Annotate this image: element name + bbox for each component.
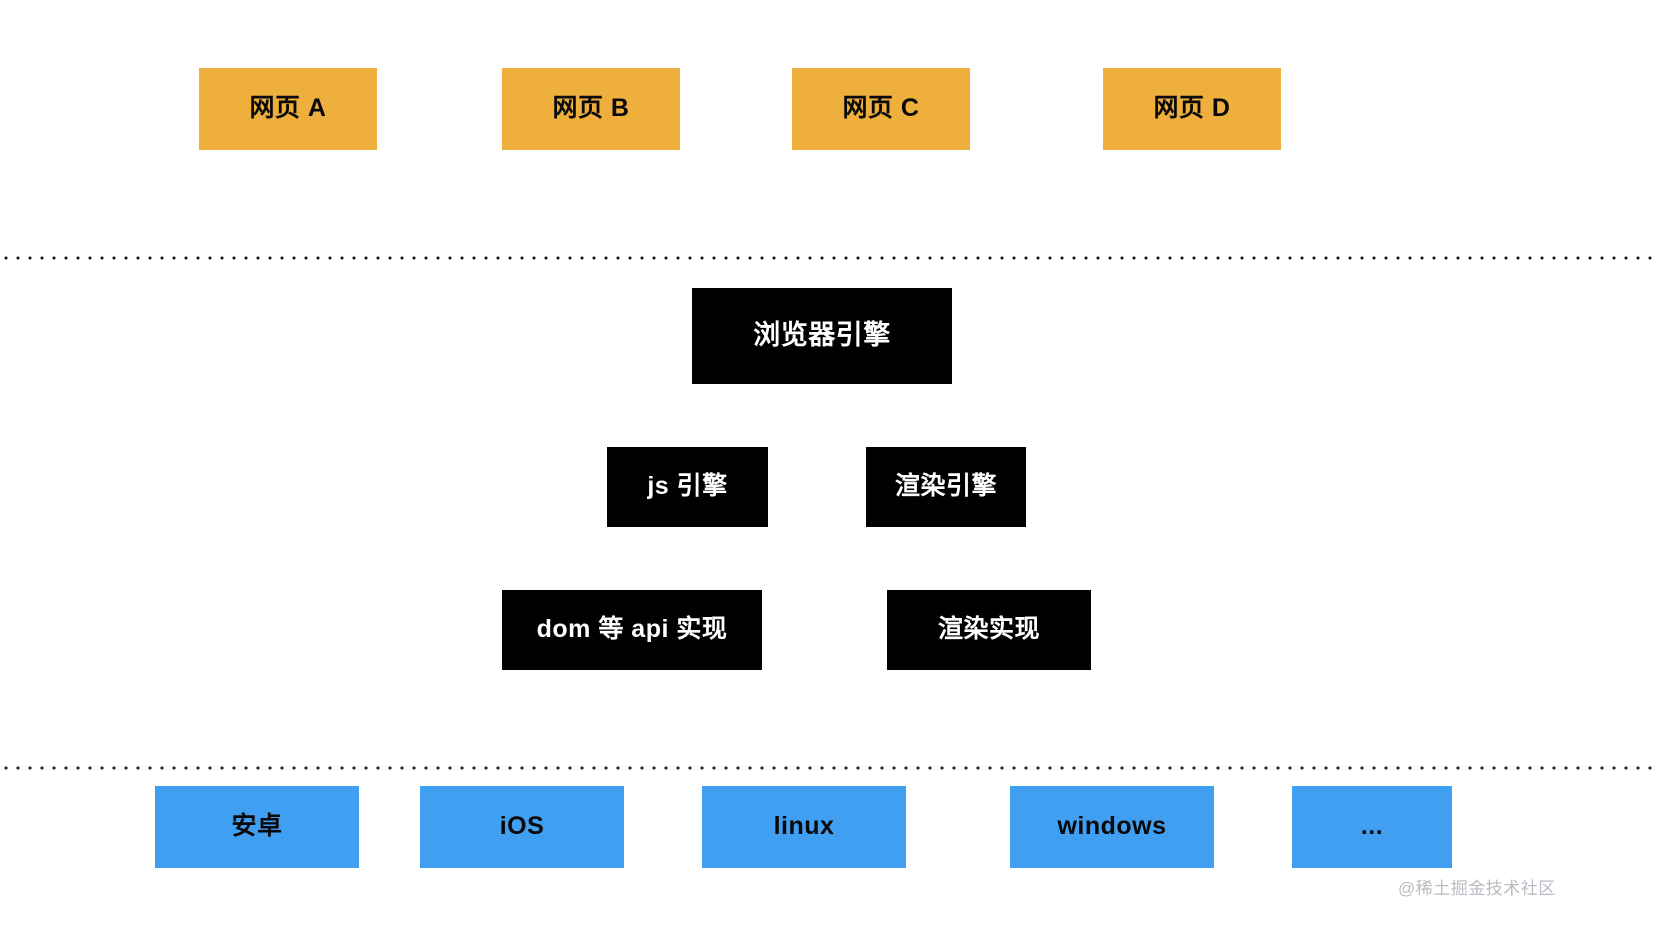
render-impl-box: 渲染实现	[887, 590, 1091, 670]
os-box-android: 安卓	[155, 786, 359, 868]
web-page-box-a: 网页 A	[199, 68, 377, 150]
js-engine-box: js 引擎	[607, 447, 768, 527]
web-page-box-d: 网页 D	[1103, 68, 1281, 150]
divider-pages-browser	[0, 256, 1656, 260]
os-box-windows: windows	[1010, 786, 1214, 868]
browser-engine-box: 浏览器引擎	[692, 288, 952, 384]
web-page-box-c: 网页 C	[792, 68, 970, 150]
os-box-linux: linux	[702, 786, 906, 868]
web-page-box-b: 网页 B	[502, 68, 680, 150]
divider-browser-os	[0, 766, 1656, 770]
watermark: @稀土掘金技术社区	[1398, 879, 1556, 898]
os-box-ios: iOS	[420, 786, 624, 868]
render-engine-box: 渲染引擎	[866, 447, 1026, 527]
dom-api-impl-box: dom 等 api 实现	[502, 590, 762, 670]
os-box-more: ...	[1292, 786, 1452, 868]
